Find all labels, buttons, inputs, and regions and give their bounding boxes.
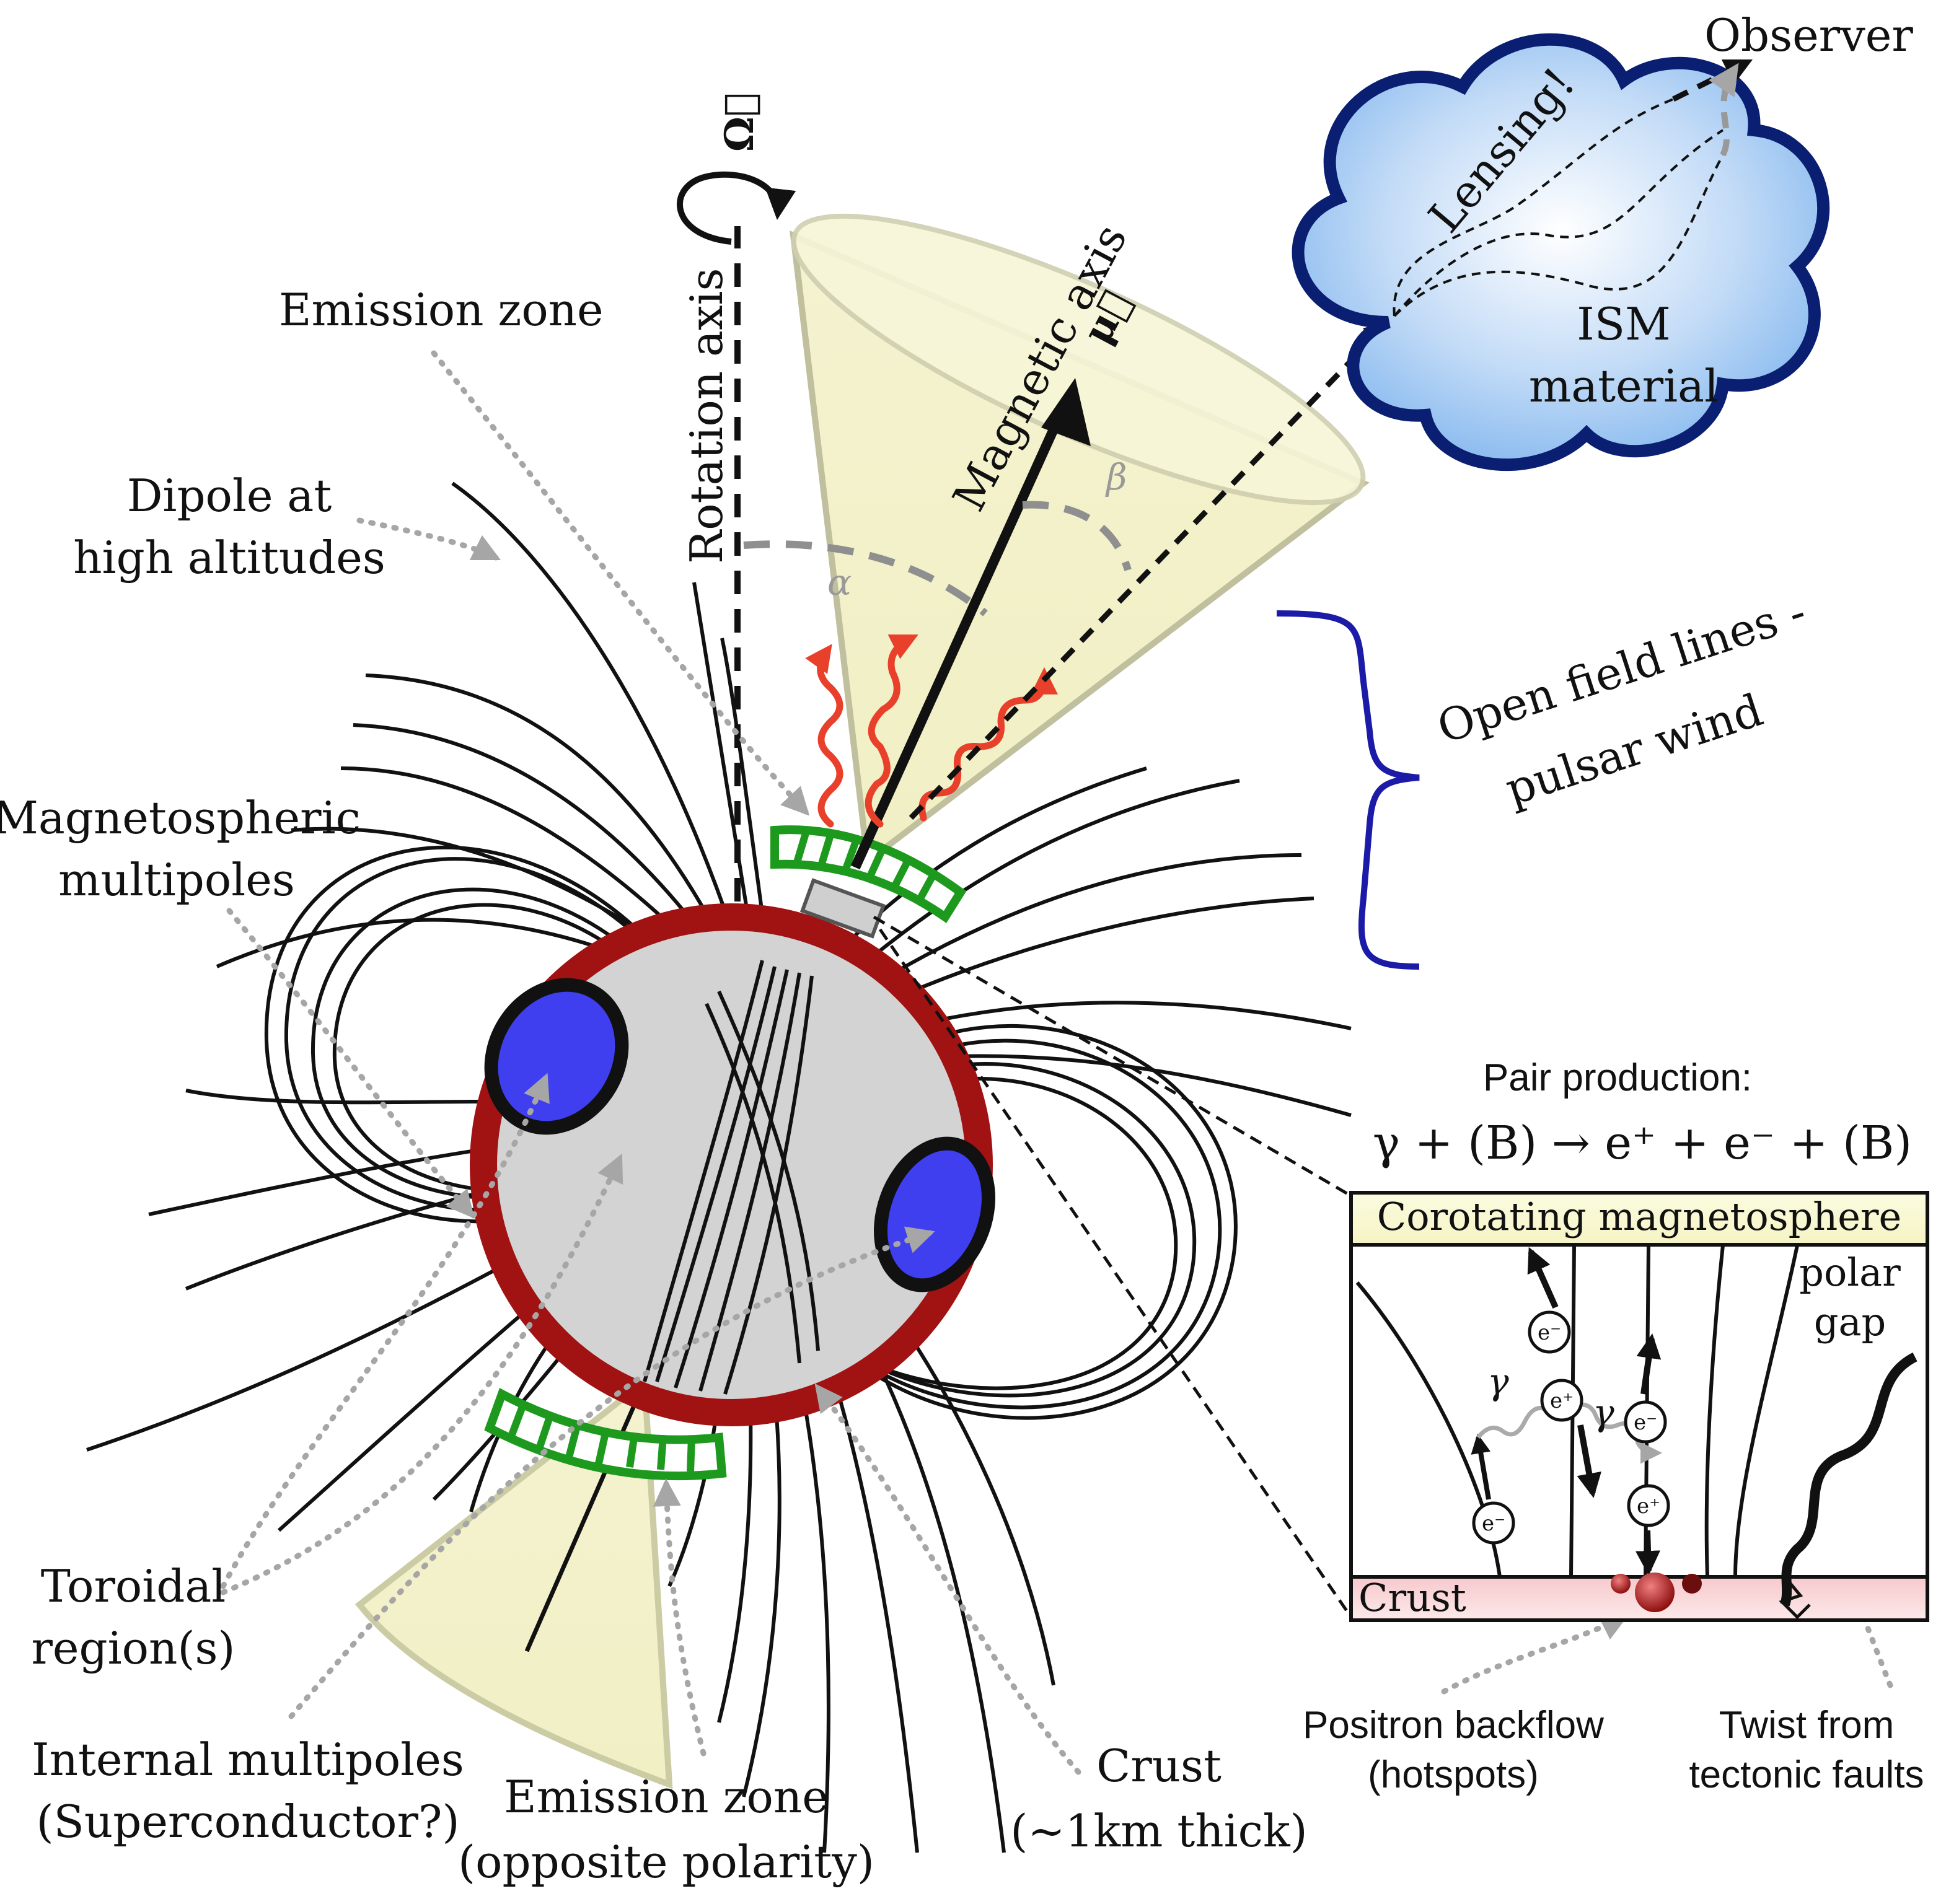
open-field-brace <box>1276 610 1420 970</box>
gamma-label-2: γ <box>1593 1392 1614 1434</box>
toroidal-label-line1: Toroidal <box>41 1560 226 1612</box>
pair-production-title: Pair production: <box>1483 1056 1752 1099</box>
positron-label-2: e⁺ <box>1637 1494 1660 1519</box>
line-of-sight <box>909 318 1393 820</box>
crust-label-line2: (~1km thick) <box>1010 1805 1307 1857</box>
pair-production-inset <box>1349 1191 1929 1622</box>
positron-backflow-label-line2: (hotspots) <box>1368 1753 1539 1796</box>
alpha-arc <box>743 540 988 616</box>
emission-opposite-label-line1: Emission zone <box>504 1771 829 1823</box>
observer-path-grey <box>1709 63 1739 157</box>
rotation-axis-label: Rotation axis <box>680 268 733 564</box>
dipole-label-line2: high altitudes <box>73 532 385 584</box>
lower-emission-cone <box>354 1375 673 1789</box>
internal-multipoles-label-line1: Internal multipoles <box>32 1734 464 1786</box>
crust-inset-label: Crust <box>1358 1575 1466 1620</box>
emission-opposite-label-line2: (opposite polarity) <box>458 1836 874 1888</box>
magnetospheric-label-line1: Magnetospheric <box>0 792 361 844</box>
twist-label-line2: tectonic faults <box>1689 1753 1924 1796</box>
magnetospheric-label-line2: multipoles <box>58 854 295 906</box>
field-lines-front <box>643 960 820 1395</box>
beta-label: β <box>1105 456 1127 498</box>
omega-symbol: Ω⃗ <box>716 93 763 152</box>
positron-label-1: e⁺ <box>1550 1389 1574 1413</box>
radiation-wave-1 <box>805 644 843 828</box>
polar-gap-label-line1: polar <box>1799 1250 1901 1295</box>
radiation-wave-2 <box>865 634 918 828</box>
observer-label: Observer <box>1704 9 1913 61</box>
gamma-label-1: γ <box>1487 1361 1509 1403</box>
leader-lines <box>220 350 1893 1775</box>
beta-arc <box>1022 501 1132 571</box>
alpha-label: α <box>827 561 852 603</box>
positron-backflow-label-line1: Positron backflow <box>1303 1704 1604 1747</box>
internal-multipoles-label-line2: (Superconductor?) <box>36 1796 459 1848</box>
crust-label-line1: Crust <box>1096 1740 1222 1792</box>
positron-hotspot <box>1635 1573 1675 1612</box>
field-lines <box>86 481 1352 1853</box>
lower-magnetic-axis <box>524 1380 647 1652</box>
corotating-label: Corotating magnetosphere <box>1377 1194 1901 1239</box>
magnetic-axis-arrow <box>850 406 1068 870</box>
electron-label-3: e⁻ <box>1482 1511 1505 1536</box>
electron-label-2: e⁻ <box>1634 1410 1657 1435</box>
twist-label-line1: Twist from <box>1719 1704 1894 1747</box>
electron-label-1: e⁻ <box>1538 1320 1561 1345</box>
emission-zone-top-label: Emission zone <box>279 284 604 336</box>
pair-production-equation: γ + (B) → e⁺ + e⁻ + (B) <box>1373 1117 1912 1170</box>
ism-cloud <box>1292 33 1830 471</box>
lensing-paths <box>1393 98 1724 317</box>
corotating-band <box>1349 1191 1929 1247</box>
ism-label-line2: material <box>1529 360 1719 412</box>
toroidal-label-line2: region(s) <box>32 1622 236 1674</box>
tectonic-twist <box>1780 1352 1917 1607</box>
polar-gap-label-line2: gap <box>1814 1299 1886 1345</box>
rotation-indicator <box>676 171 796 245</box>
ism-label-line1: ISM <box>1577 298 1671 350</box>
dipole-label-line1: Dipole at <box>127 470 332 522</box>
